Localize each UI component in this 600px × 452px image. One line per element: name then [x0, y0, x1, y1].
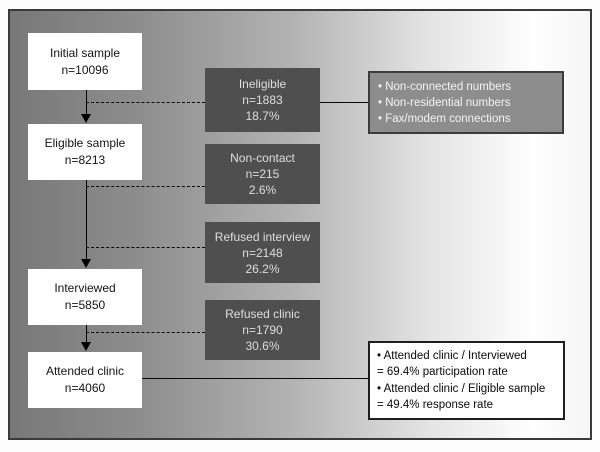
- exclusion-count: n=1790: [242, 323, 283, 337]
- dashed-branch-refused-interview: [86, 247, 205, 248]
- exclusion-label: Refused clinic: [225, 307, 300, 321]
- flow-box-label: Interviewed: [54, 281, 116, 295]
- ineligible-reasons-box: • Non-connected numbers • Non-residentia…: [368, 71, 564, 134]
- flow-box-attended-clinic: Attended clinic n=4060: [28, 352, 142, 408]
- arrow-down-icon: [81, 114, 91, 123]
- exclusion-box-refused-interview: Refused interview n=2148 26.2%: [205, 222, 320, 283]
- connector-interviewed-to-attended: [86, 324, 87, 343]
- flow-box-initial-sample: Initial sample n=10096: [28, 33, 142, 90]
- flow-box-eligible-sample: Eligible sample n=8213: [28, 124, 142, 180]
- exclusion-percent: 26.2%: [245, 261, 280, 276]
- exclusion-label: Ineligible: [238, 77, 287, 91]
- exclusion-box-non-contact: Non-contact n=215 2.6%: [205, 144, 320, 204]
- flow-box-count: n=5850: [64, 298, 106, 312]
- exclusion-count: n=215: [245, 167, 280, 181]
- rate-line: = 69.4% participation rate: [377, 366, 508, 378]
- exclusion-label: Refused interview: [214, 229, 311, 244]
- flow-box-interviewed: Interviewed n=5850: [28, 269, 142, 325]
- rate-line: • Attended clinic / Interviewed: [377, 349, 527, 362]
- flow-box-label: Eligible sample: [44, 136, 126, 150]
- rate-line: = 49.4% response rate: [377, 399, 494, 411]
- exclusion-box-refused-clinic: Refused clinic n=1790 30.6%: [205, 300, 320, 360]
- rate-line: • Attended clinic / Eligible sample: [377, 382, 546, 395]
- connector-eligible-to-interviewed: [86, 178, 87, 260]
- rates-box: • Attended clinic / Interviewed = 69.4% …: [368, 341, 565, 420]
- exclusion-count: n=2148: [242, 245, 283, 260]
- flow-box-label: Initial sample: [49, 45, 121, 60]
- connector-attended-to-rates: [142, 378, 368, 379]
- flow-box-label: Attended clinic: [45, 364, 125, 378]
- flow-box-count: n=10096: [61, 62, 109, 77]
- dashed-branch-ineligible: [86, 102, 205, 103]
- flow-box-count: n=4060: [64, 381, 106, 395]
- reason-item: • Non-connected numbers: [378, 80, 512, 93]
- exclusion-label: Non-contact: [230, 151, 295, 165]
- reason-item: • Non-residential numbers: [378, 96, 511, 109]
- exclusion-count: n=1883: [242, 93, 283, 107]
- connector-ineligible-to-reasons: [320, 102, 368, 103]
- exclusion-box-ineligible: Ineligible n=1883 18.7%: [205, 68, 320, 132]
- dashed-branch-refused-clinic: [86, 332, 205, 333]
- exclusion-percent: 18.7%: [245, 109, 280, 123]
- arrow-down-icon: [81, 259, 91, 268]
- exclusion-percent: 30.6%: [245, 339, 280, 353]
- dashed-branch-non-contact: [86, 186, 205, 187]
- arrow-down-icon: [81, 342, 91, 351]
- exclusion-percent: 2.6%: [248, 183, 277, 197]
- flow-box-count: n=8213: [64, 153, 106, 167]
- reason-item: • Fax/modem connections: [378, 112, 511, 125]
